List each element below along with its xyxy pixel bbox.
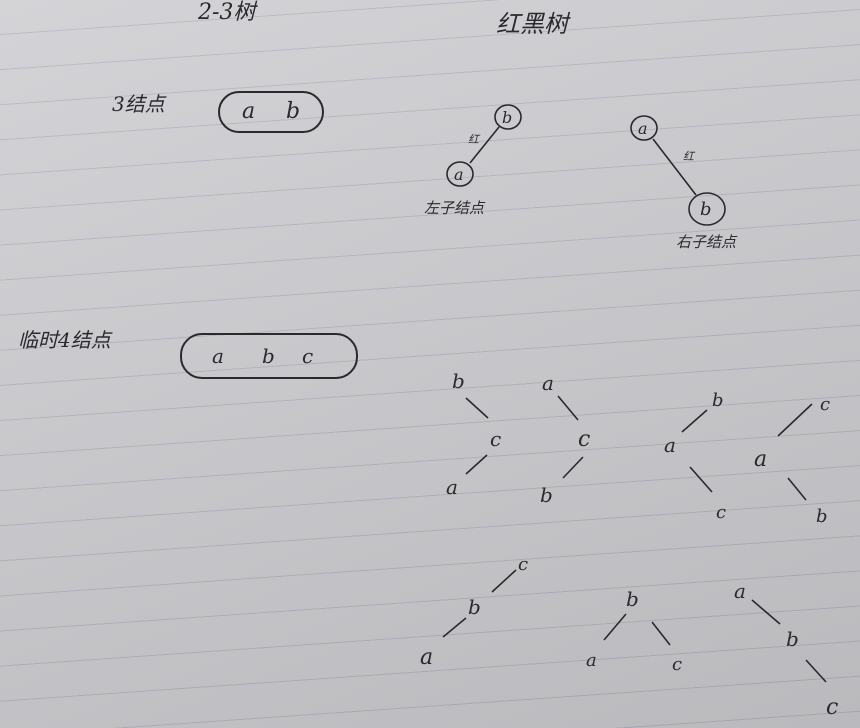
tree1-bottom-key: a (446, 475, 458, 499)
three-node-label: 3结点 (112, 92, 165, 116)
tree6-left-key: a (586, 650, 597, 671)
tree5-top-key: c (518, 554, 528, 575)
rb-left-node-a (446, 161, 474, 187)
tree7-mid-key: b (786, 627, 799, 651)
three-node-box: a b (218, 91, 324, 133)
tree4-top-key: c (820, 394, 830, 415)
rb-right-bottom-key: b (700, 199, 712, 220)
temp-four-node-key-c: c (302, 344, 314, 368)
rb-right-top-key: a (638, 119, 648, 138)
tree2-bottom-key: b (540, 483, 553, 507)
tree-b-c-a: b c a (446, 369, 501, 499)
rb-right-edge-mark: 红 (683, 150, 696, 163)
heading-2-3-tree: 2-3树 (198, 0, 256, 25)
three-node-key-b: b (286, 99, 301, 124)
three-node-key-a: a (242, 99, 256, 124)
rb-right-lean-tree: a b 红 右子结点 (630, 115, 738, 251)
tree3-mid-key: a (664, 433, 676, 457)
heading-red-black-tree: 红黑树 (496, 10, 568, 38)
rb-right-node-b (688, 192, 726, 226)
tree5-mid-key: b (468, 595, 481, 619)
tree7-top-key: a (734, 579, 746, 603)
rb-right-red-link (652, 138, 697, 196)
tree6-root-key: b (626, 587, 639, 611)
rb-left-caption: 左子结点 (424, 199, 486, 217)
rb-left-red-link (469, 126, 500, 164)
tree-a-b-c: a b c (734, 579, 838, 720)
tree5-bottom-key: a (420, 645, 433, 670)
tree2-mid-key: c (578, 427, 590, 452)
tree-b-a-c-balanced: b a c (586, 587, 682, 675)
tree-c-a-b: c a b (754, 394, 830, 527)
tree1-top-key: b (452, 369, 465, 393)
rb-left-bottom-key: a (454, 165, 464, 184)
tree4-bottom-key: b (816, 506, 828, 527)
temp-four-node-key-b: b (262, 344, 275, 368)
tree7-bottom-key: c (826, 695, 838, 720)
tree2-top-key: a (542, 371, 554, 395)
rb-left-lean-tree: b a 红 左子结点 (424, 104, 522, 217)
tree-b-a-c: b a c (664, 390, 726, 523)
temp-four-node-label: 临时4结点 (18, 328, 111, 352)
tree6-right-key: c (672, 654, 682, 675)
tree-c-b-a: c b a (420, 554, 528, 670)
rb-right-caption: 右子结点 (676, 233, 738, 251)
tree-a-c-b: a c b (540, 371, 590, 507)
rb-left-edge-mark: 红 (468, 133, 481, 146)
rb-left-node-b (494, 104, 522, 130)
temp-four-node-box: a b c (180, 333, 358, 379)
tree3-bottom-key: c (716, 502, 726, 523)
tree3-top-key: b (712, 390, 724, 411)
temp-four-node-key-a: a (212, 344, 224, 368)
rb-right-node-a (630, 115, 658, 141)
rb-left-top-key: b (502, 108, 512, 127)
tree1-mid-key: c (490, 427, 501, 451)
tree4-mid-key: a (754, 447, 767, 472)
